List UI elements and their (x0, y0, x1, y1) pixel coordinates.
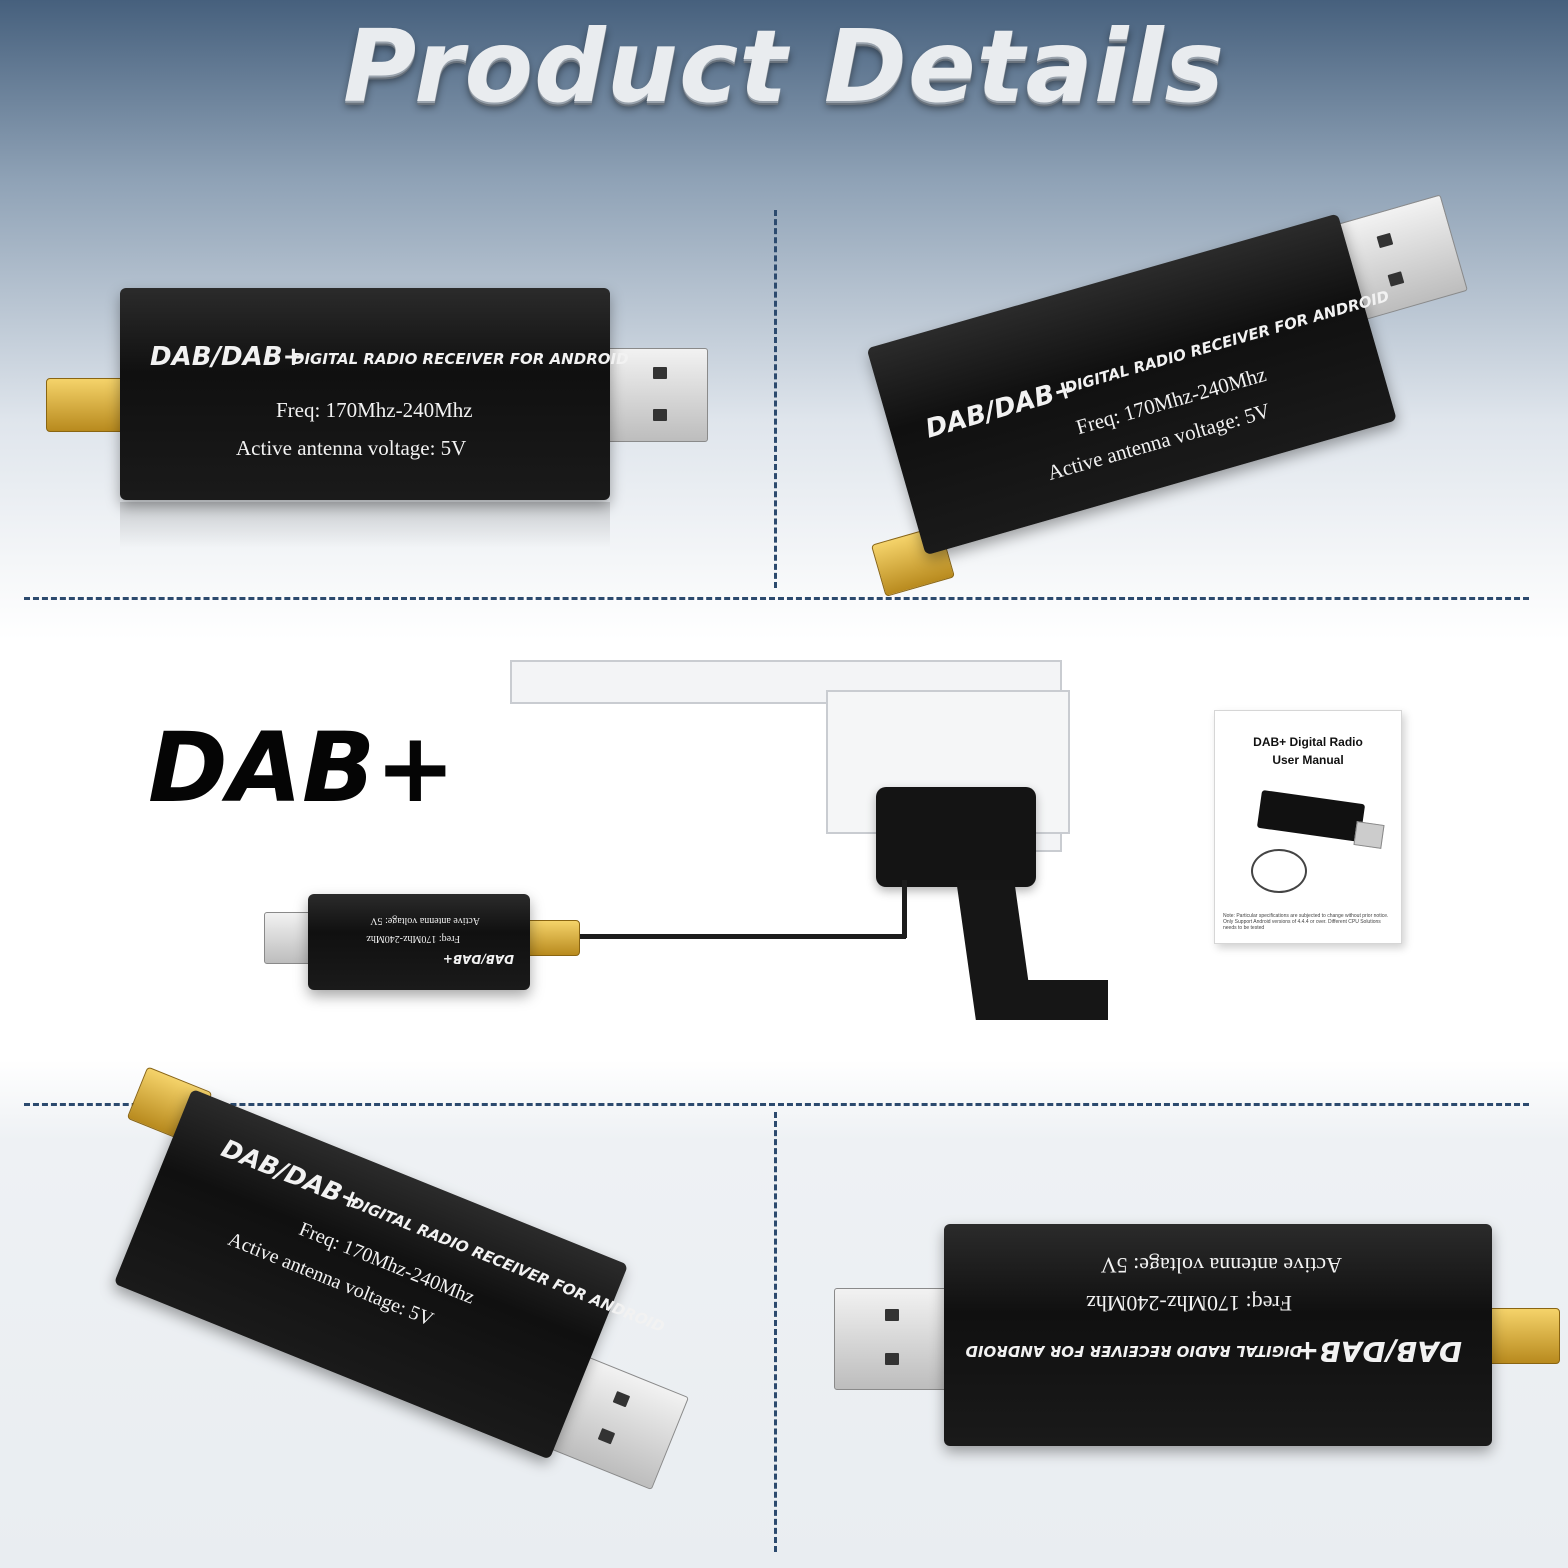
dongle-body (120, 288, 610, 500)
rotated-dongle-label: DAB/DAB+ DIGITAL RADIO RECEIVER FOR ANDR… (944, 1224, 1492, 1446)
small-dongle-label: DAB/DAB+ Freq: 170Mhz-240Mhz Active ante… (308, 894, 530, 990)
divider-horizontal-lower (24, 1103, 1529, 1106)
big-dab-label: DAB+ (148, 712, 456, 824)
user-manual: DAB+ Digital Radio User Manual Note: Par… (1214, 710, 1402, 944)
sma-connector (526, 920, 580, 956)
coax-cable-up (902, 880, 907, 938)
manual-note: Note: Particular specifications are subj… (1223, 913, 1389, 931)
manual-usb-picture (1353, 821, 1385, 849)
dongle-freq: Freq: 170Mhz-240Mhz (366, 933, 460, 944)
coax-cable (576, 934, 906, 939)
dongle-subtitle: DIGITAL RADIO RECEIVER FOR ANDROID (292, 350, 629, 368)
amplifier-box (876, 787, 1036, 887)
manual-title-line2: User Manual (1272, 753, 1344, 767)
dongle-subtitle: DIGITAL RADIO RECEIVER FOR ANDROID (965, 1342, 1302, 1360)
reflection (120, 502, 610, 548)
usb-plug (600, 348, 708, 442)
divider-vertical-top (774, 210, 777, 588)
dongle-freq: Freq: 170Mhz-240Mhz (276, 398, 473, 422)
dongle-voltage: Active antenna voltage: 5V (236, 436, 467, 460)
dongle-body (308, 894, 530, 990)
ribbon-cable-end (1000, 980, 1108, 1020)
sma-connector (1486, 1308, 1560, 1364)
dongle-freq: Freq: 170Mhz-240Mhz (1086, 1291, 1292, 1316)
manual-dongle-picture (1256, 789, 1366, 843)
dongle-voltage: Active antenna voltage: 5V (1100, 1253, 1342, 1278)
dongle-brand: DAB/DAB+ (442, 952, 514, 966)
dongle-voltage: Active antenna voltage: 5V (370, 915, 480, 926)
divider-vertical-bottom (774, 1112, 777, 1552)
dongle-body (944, 1224, 1492, 1446)
usb-plug (834, 1288, 952, 1390)
page-title: Product Details (342, 8, 1226, 125)
dongle-body (866, 213, 1397, 556)
manual-title-line1: DAB+ Digital Radio (1253, 735, 1363, 749)
sma-connector (46, 378, 126, 432)
manual-antenna-picture (1251, 849, 1307, 893)
divider-horizontal-upper (24, 597, 1529, 600)
dongle-brand: DAB/DAB+ (150, 342, 305, 372)
dongle-brand: DAB/DAB+ (1295, 1335, 1462, 1368)
